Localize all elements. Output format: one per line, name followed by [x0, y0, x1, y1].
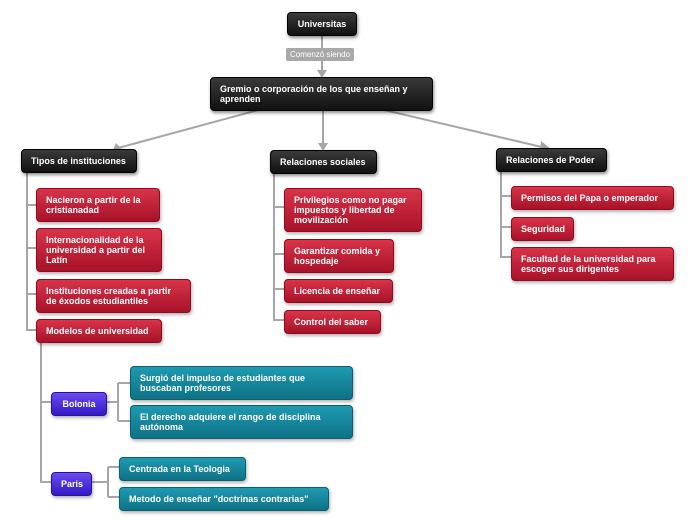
tipos-item-1[interactable]: Nacieron a partir de la cristianadad — [36, 188, 160, 222]
poder-item-3[interactable]: Facultad de la universidad para escoger … — [511, 247, 674, 281]
item-text: Licencia de enseñar — [294, 286, 381, 296]
arrowhead-main — [317, 70, 327, 78]
branch-title: Relaciones de Poder — [506, 155, 595, 165]
paris-item-1[interactable]: Centrada en la Teologia — [119, 457, 246, 481]
branch-title: Relaciones sociales — [280, 157, 366, 167]
modelo-paris[interactable]: Paris — [51, 472, 92, 496]
item-text: Centrada en la Teologia — [129, 464, 230, 474]
link-label: Comenzó siendo — [286, 48, 355, 61]
modelo-bolonia[interactable]: Bolonia — [51, 392, 107, 416]
item-text: Internacionalidad de la universidad a pa… — [46, 235, 146, 265]
item-text: El derecho adquiere el rango de discipli… — [140, 412, 321, 432]
sociales-item-1[interactable]: Privilegios como no pagar impuestos y li… — [284, 188, 422, 232]
branch-relaciones-poder[interactable]: Relaciones de Poder — [496, 148, 607, 172]
tipos-item-modelos[interactable]: Modelos de universidad — [36, 319, 162, 343]
main-node[interactable]: Gremio o corporación de los que enseñan … — [210, 77, 433, 111]
bolonia-item-1[interactable]: Surgió del impulso de estudiantes que bu… — [130, 366, 353, 400]
root-node[interactable]: Universitas — [287, 12, 357, 36]
paris-item-2[interactable]: Metodo de enseñar "doctrinas contrarias" — [119, 487, 329, 511]
item-text: Nacieron a partir de la cristianadad — [46, 195, 141, 215]
item-text: Control del saber — [294, 317, 369, 327]
item-text: Modelos de universidad — [46, 326, 149, 336]
item-text: Surgió del impulso de estudiantes que bu… — [140, 373, 306, 393]
item-text: Privilegios como no pagar impuestos y li… — [294, 195, 407, 225]
sociales-item-2[interactable]: Garantizar comida y hospedaje — [284, 239, 394, 273]
tipos-item-2[interactable]: Internacionalidad de la universidad a pa… — [36, 228, 162, 272]
item-text: Seguridad — [521, 224, 566, 234]
arrowhead-sociales — [318, 143, 328, 151]
modelo-title: Paris — [61, 479, 84, 489]
item-text: Facultad de la universidad para escoger … — [521, 254, 656, 274]
branch-tipos-instituciones[interactable]: Tipos de instituciones — [21, 149, 137, 173]
item-text: Permisos del Papa o emperador — [521, 193, 659, 203]
branch-title: Tipos de instituciones — [31, 156, 126, 166]
modelo-title: Bolonia — [62, 399, 96, 409]
root-title: Universitas — [297, 19, 347, 29]
poder-item-2[interactable]: Seguridad — [511, 217, 574, 241]
tipos-item-3[interactable]: Instituciones creadas a partir de éxodos… — [36, 279, 191, 313]
bolonia-item-2[interactable]: El derecho adquiere el rango de discipli… — [130, 405, 353, 439]
sociales-item-3[interactable]: Licencia de enseñar — [284, 279, 393, 303]
main-title: Gremio o corporación de los que enseñan … — [220, 84, 408, 104]
item-text: Metodo de enseñar "doctrinas contrarias" — [129, 494, 309, 504]
branch-relaciones-sociales[interactable]: Relaciones sociales — [270, 150, 377, 174]
poder-item-1[interactable]: Permisos del Papa o emperador — [511, 186, 674, 210]
sociales-item-4[interactable]: Control del saber — [284, 310, 381, 334]
item-text: Garantizar comida y hospedaje — [294, 246, 381, 266]
item-text: Instituciones creadas a partir de éxodos… — [46, 286, 172, 306]
